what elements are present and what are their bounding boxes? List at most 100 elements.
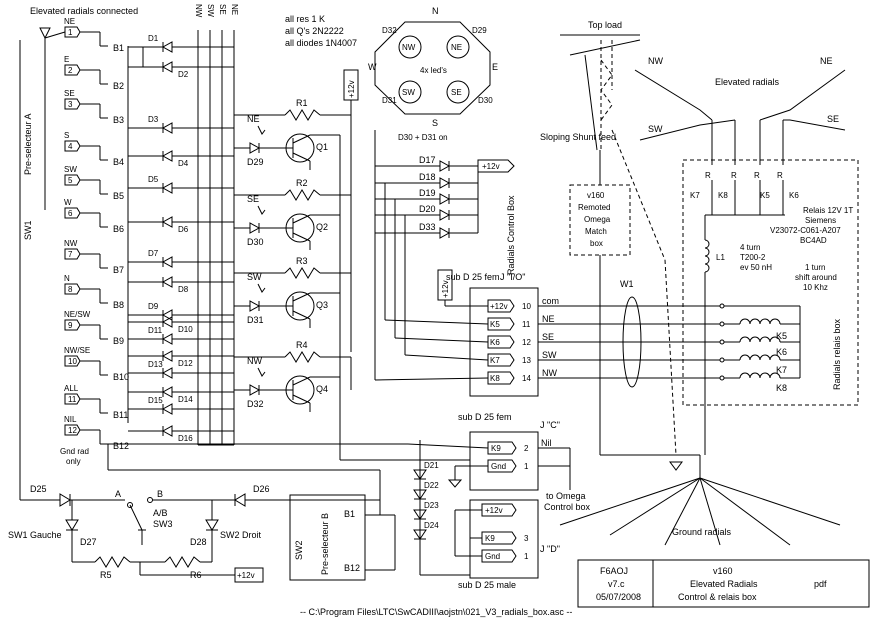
conn-c-frame	[469, 431, 539, 491]
led-ne-icon	[446, 35, 470, 59]
diode-icon	[161, 61, 173, 73]
relay-info-1: Relais 12V 1T	[803, 206, 853, 215]
terminal-box	[64, 355, 81, 367]
terminal-label: ALL	[64, 384, 79, 393]
terminal-number: 5	[68, 176, 73, 185]
bus-label: B3	[113, 115, 124, 125]
pin-tag	[487, 299, 515, 313]
led-diode-icon	[249, 222, 261, 234]
terminal-label: NW	[64, 239, 78, 248]
title-desc1: Elevated Radials	[690, 579, 758, 589]
led-nw-label: NW	[402, 43, 416, 52]
pin-tag-label: Gnd	[485, 552, 500, 561]
terminal-label: NW/SE	[64, 346, 90, 355]
sw2-droit-label: SW2 Droit	[220, 530, 262, 540]
relay-r-1: R	[705, 171, 711, 180]
title-block: F6AOJ v7.c 05/07/2008 v160 Elevated Radi…	[577, 559, 870, 608]
control-diode-label: D18	[419, 172, 436, 182]
ground-arrow-icon	[39, 27, 51, 40]
led-d32-label: D32	[382, 26, 397, 35]
transistor-label: Q4	[316, 384, 328, 394]
plus12-bottom-label: +12v	[237, 571, 255, 580]
diode-icon	[161, 309, 173, 321]
terminal-box	[64, 283, 81, 295]
conn-io-jlabel: J "I/O"	[500, 272, 525, 282]
terminal-box	[64, 248, 81, 260]
match-match: Match	[585, 227, 607, 236]
l1-coil-icon	[704, 239, 710, 273]
resistor-label: R1	[296, 98, 308, 108]
pin-tag	[487, 353, 515, 367]
preselector-b-label: Pre-selecteur B	[320, 513, 330, 575]
led-ref-label: D30	[247, 237, 264, 247]
led-ne-label: NE	[451, 43, 462, 52]
coil-info-2: T200-2	[740, 253, 766, 262]
compass-octagon	[374, 21, 491, 115]
pin-tag	[487, 441, 517, 455]
pin-number: 1	[524, 552, 529, 561]
k8-top-label: K8	[718, 191, 728, 200]
conn-d-title: sub D 25 male	[458, 580, 516, 590]
elevated-radials-label: Elevated radials	[715, 77, 780, 87]
diode-icon	[161, 256, 173, 268]
terminal-box	[64, 424, 81, 436]
control-diode-icon	[439, 209, 451, 221]
elevated-title: Elevated radials connected	[30, 6, 138, 16]
title-format: pdf	[814, 579, 827, 589]
bus-label: B9	[113, 336, 124, 346]
radial-ne-label: NE	[820, 56, 833, 66]
bus-label: B7	[113, 265, 124, 275]
pin-number: 3	[524, 534, 529, 543]
light-arrow-icon	[257, 205, 266, 215]
compass-n: N	[432, 6, 439, 16]
control-diode-label: D33	[419, 222, 436, 232]
pin-name: com	[542, 296, 559, 306]
preselector-b-box	[289, 494, 366, 581]
preselector-b1-label: B1	[344, 509, 355, 519]
ground-radials-label: Ground radials	[672, 527, 732, 537]
radial-nw-label: NW	[648, 56, 663, 66]
shift-info-3: 10 Khz	[803, 283, 828, 292]
terminal-number: 2	[68, 66, 73, 75]
led-sw-icon	[398, 80, 422, 104]
pin-node	[719, 339, 725, 345]
match-v160: v160	[587, 191, 605, 200]
pin-name: NE	[542, 314, 555, 324]
sloping-label: Sloping Shunt feed	[540, 132, 616, 142]
omega-label-1: to Omega	[546, 491, 586, 501]
diode-label: D5	[148, 175, 159, 184]
pin-tag-label: K9	[485, 534, 495, 543]
diode-label: D15	[148, 396, 163, 405]
bus-label: B11	[113, 410, 128, 420]
compass-s: S	[432, 118, 438, 128]
pin-number: 11	[522, 320, 531, 329]
d28-diode-icon	[205, 519, 219, 531]
bottom-diode-label: D21	[424, 461, 439, 470]
led-note: D30 + D31 on	[398, 133, 448, 142]
relay-r-3: R	[754, 171, 760, 180]
pin-number: 12	[522, 338, 531, 347]
led-d29-label: D29	[472, 26, 487, 35]
terminal-label: NE	[64, 17, 75, 26]
pin-name: Nil	[541, 438, 552, 448]
resistor-icon	[284, 189, 321, 201]
switch-ab-label: A/B	[153, 508, 168, 518]
pin-node	[719, 303, 725, 309]
top-load-label: Top load	[588, 20, 622, 30]
led-se-icon	[446, 80, 470, 104]
relay-info-4: BC4AD	[800, 236, 827, 245]
bus-label-se: SE	[218, 4, 227, 15]
plus12-driver: +12v	[343, 69, 359, 115]
pin-tag-label: +12v	[485, 506, 503, 515]
bus-label: B4	[113, 157, 124, 167]
terminal-label: SW	[64, 165, 77, 174]
diode-label: D7	[148, 249, 159, 258]
diode-label: D2	[178, 70, 189, 79]
sw1-label: SW1	[23, 220, 33, 240]
diode-label: D9	[148, 302, 159, 311]
relay-coil-icon	[739, 354, 781, 361]
terminal-number: 12	[68, 426, 77, 435]
plus12-io-label: +12v	[441, 280, 450, 298]
d25-label: D25	[30, 484, 47, 494]
